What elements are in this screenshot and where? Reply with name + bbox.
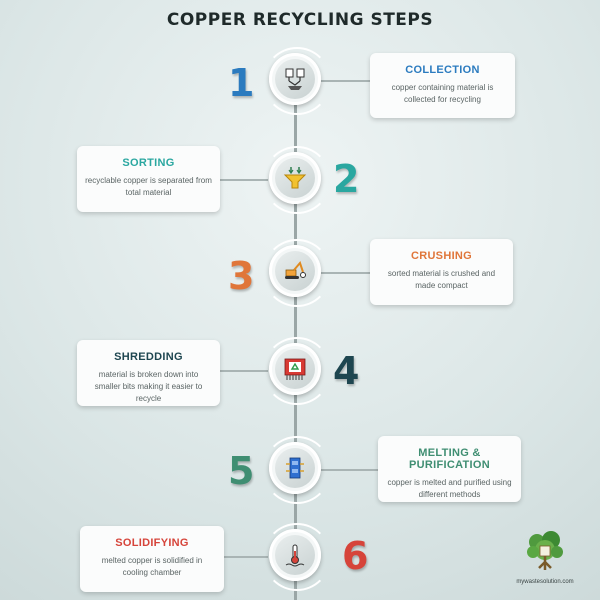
funnel-icon: [283, 167, 307, 189]
step-1-description: copper containing material is collected …: [391, 83, 494, 104]
timeline-spine: [294, 58, 297, 600]
step-5-number: 5: [228, 449, 255, 493]
step-4-heading: SHREDDING: [114, 351, 183, 363]
step-3-card: CRUSHING sorted material is crushed and …: [370, 239, 513, 305]
connector-3: [320, 272, 372, 274]
furnace-icon: [286, 457, 304, 479]
step-3-description: sorted material is crushed and made comp…: [387, 269, 496, 290]
thermometer-icon: [285, 544, 305, 567]
step-2-arc: [263, 146, 331, 214]
step-6-node: [269, 529, 321, 581]
connector-6: [224, 556, 268, 558]
step-1-node: [269, 53, 321, 105]
step-5-heading: MELTING & PURIFICATION: [408, 447, 490, 471]
step-4-arc: [263, 337, 331, 405]
step-6-number: 6: [342, 534, 369, 578]
step-2-heading: SORTING: [122, 157, 175, 169]
step-5-description: copper is melted and purified using diff…: [387, 478, 512, 499]
step-2-card: SORTING recyclable copper is separated f…: [77, 146, 220, 212]
connector-5: [320, 469, 380, 471]
step-4-number: 4: [333, 349, 360, 393]
step-3-number: 3: [228, 254, 255, 298]
brand-logo: mywastesolution.com: [508, 528, 582, 585]
connector-4: [220, 370, 268, 372]
tree-logo-icon: [527, 531, 563, 570]
step-4-description: material is broken down into smaller bit…: [94, 370, 203, 403]
step-3-arc: [263, 239, 331, 307]
step-1-number: 1: [228, 61, 255, 105]
connector-1: [320, 80, 372, 82]
step-6-heading: SOLIDIFYING: [115, 537, 189, 549]
step-3-node: [269, 245, 321, 297]
connector-2: [220, 179, 268, 181]
logo-caption: mywastesolution.com: [516, 579, 574, 585]
step-1-heading: COLLECTION: [405, 64, 480, 76]
step-4-card: SHREDDING material is broken down into s…: [77, 340, 220, 406]
step-2-description: recyclable copper is separated from tota…: [85, 176, 212, 197]
crusher-icon: [285, 261, 306, 279]
step-1-card: COLLECTION copper containing material is…: [370, 53, 515, 118]
step-4-node: [269, 343, 321, 395]
step-2-node: [269, 152, 321, 204]
step-5-node: [269, 442, 321, 494]
step-3-heading: CRUSHING: [410, 250, 473, 262]
collection-icon: [285, 68, 305, 90]
step-2-number: 2: [333, 157, 360, 201]
step-6-card: SOLIDIFYING melted copper is solidified …: [80, 526, 224, 592]
step-1-arc: [263, 47, 331, 115]
step-5-arc: [263, 436, 331, 504]
step-6-description: melted copper is solidified in cooling c…: [101, 556, 203, 577]
shredder-icon: [284, 358, 306, 380]
step-5-card: MELTING & PURIFICATION copper is melted …: [378, 436, 521, 502]
page-title: COPPER RECYCLING STEPS: [166, 10, 434, 30]
step-6-arc: [263, 523, 331, 591]
